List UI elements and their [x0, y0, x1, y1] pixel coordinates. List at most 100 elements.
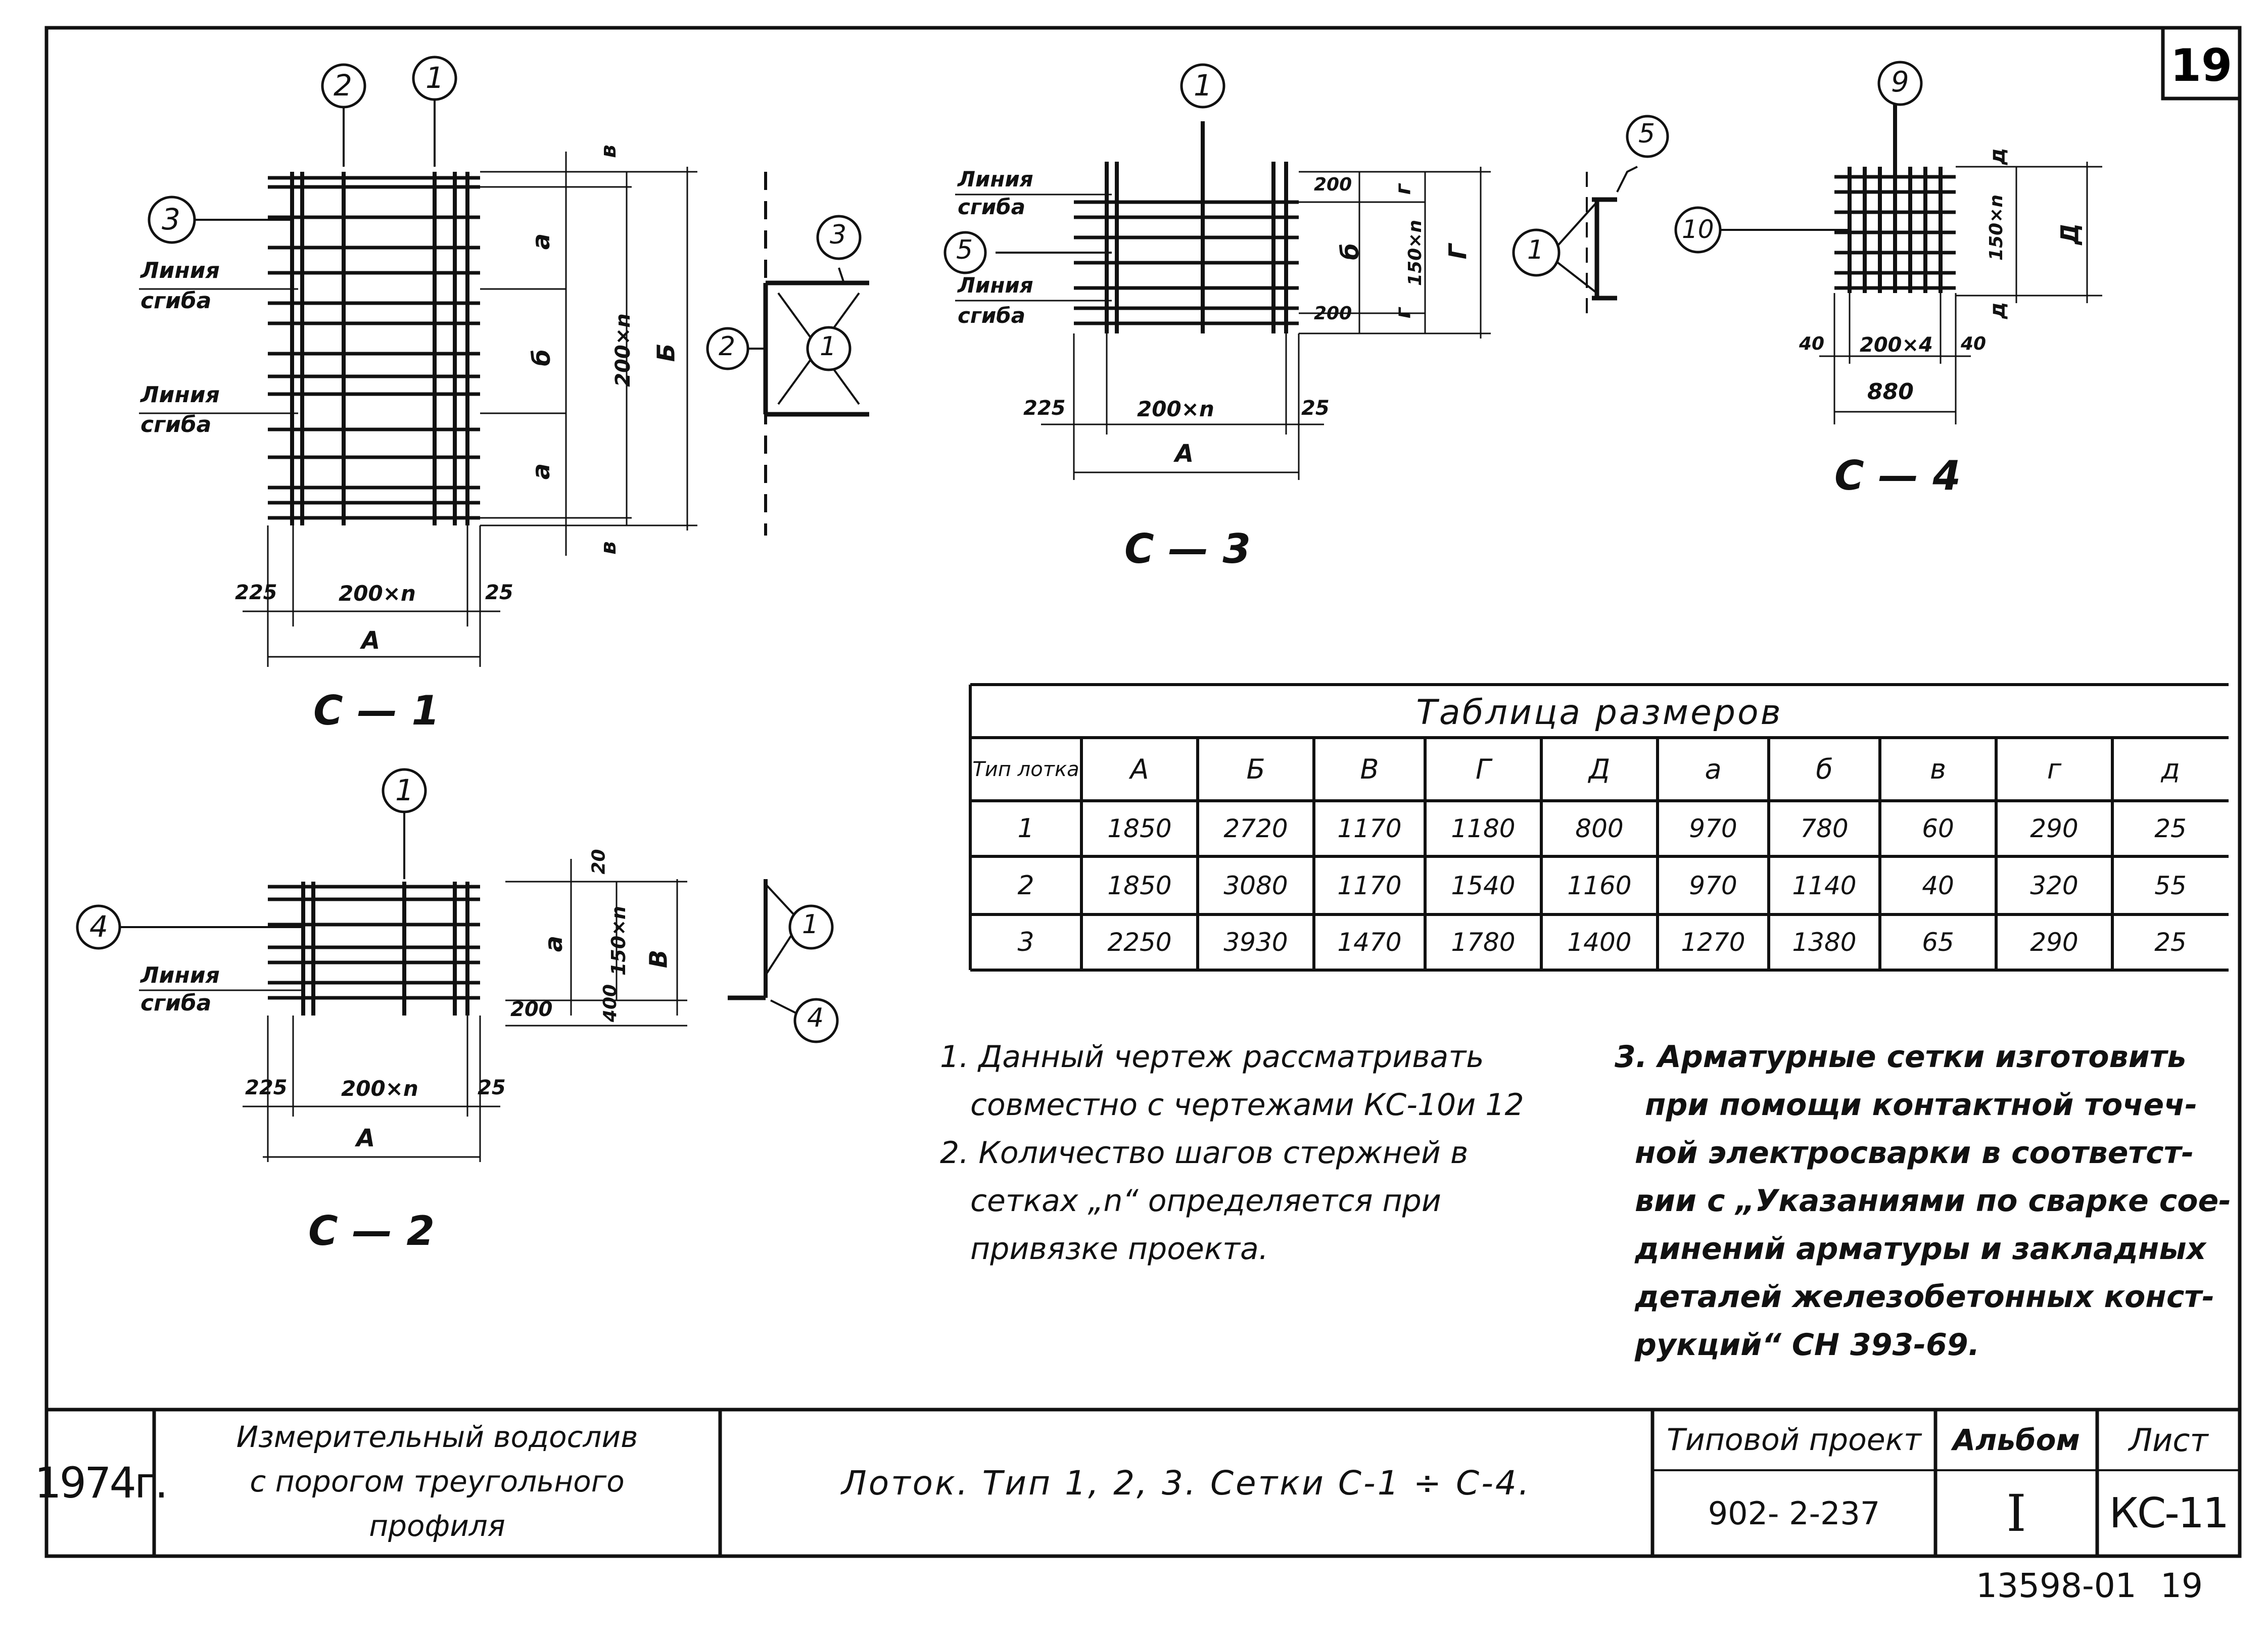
title-block-project-number: 902- 2-237	[1708, 1494, 1880, 1532]
sheet-frame	[44, 26, 2242, 1558]
c3-bend-line-1-a: Линия	[958, 167, 1033, 191]
title-block-object-line-3: профиля	[369, 1509, 505, 1543]
table-header-v: в	[1930, 753, 1946, 785]
table-cell: 1400	[1567, 928, 1632, 957]
table-cell: 3930	[1223, 928, 1288, 957]
table-header-G: Г	[1475, 753, 1491, 785]
table-cell: 1170	[1337, 814, 1402, 843]
mesh-c2	[116, 808, 801, 1162]
table-cell: 970	[1689, 814, 1737, 843]
note-left-line-5: привязке проекта.	[970, 1231, 1268, 1267]
table-cell: 1540	[1451, 871, 1516, 900]
c3-dim-A: А	[1175, 440, 1194, 468]
c3-dim-225: 225	[1023, 397, 1066, 420]
table-header-A: А	[1130, 753, 1149, 785]
table-cell: 1170	[1337, 871, 1402, 900]
c3-bend-line-2-a: Линия	[958, 273, 1033, 298]
c3-dim-200n: 200×n	[1137, 397, 1214, 421]
c1-section-callout-3: 3	[830, 220, 847, 250]
c1-dim-v-bottom: в	[595, 541, 621, 555]
title-block-sheet-label: Лист	[2129, 1421, 2208, 1459]
table-cell: 3	[1017, 927, 1034, 957]
note-left-line-2: совместно с чертежами КС-10и 12	[970, 1087, 1524, 1123]
table-cell: 1380	[1792, 928, 1857, 957]
table-header-b: б	[1816, 753, 1833, 785]
table-header-B: Б	[1246, 753, 1265, 785]
note-right-line-1: 3. Арматурные сетки изготовить	[1615, 1039, 2187, 1075]
c2-dim-225: 225	[245, 1076, 288, 1099]
mesh-c3	[955, 121, 1638, 480]
c4-dim-200x4: 200×4	[1860, 333, 1933, 357]
c2-callout-4: 4	[89, 909, 108, 944]
sheet-number-box	[2161, 26, 2242, 101]
table-cell: 65	[1922, 928, 1954, 957]
c1-dim-B: Б	[652, 343, 681, 362]
c1-dim-v-top: в	[595, 144, 621, 158]
c1-bend-line-1-b: сгиба	[140, 288, 212, 314]
c1-dim-200n: 200×n	[339, 581, 416, 606]
table-cell: 1850	[1107, 871, 1172, 900]
c3-dim-g-bottom: г	[1390, 307, 1415, 319]
c3-dim-200-bottom: 200	[1314, 303, 1352, 324]
c4-dim-150n: 150×n	[1986, 195, 2007, 261]
c2-dim-200n: 200×n	[341, 1076, 418, 1101]
title-block-album-label: Альбом	[1953, 1423, 2080, 1457]
table-header-V: В	[1360, 753, 1379, 785]
c2-label: С — 2	[308, 1208, 435, 1254]
table-cell: 290	[2030, 928, 2078, 957]
note-right-line-6: деталей железобетонных конст-	[1635, 1279, 2215, 1315]
c2-section-callout-4: 4	[807, 1003, 824, 1033]
title-block-sheet-value: КС-11	[2109, 1489, 2229, 1537]
c2-bend-line-b: сгиба	[140, 990, 212, 1016]
c2-bend-line-a: Линия	[140, 962, 220, 988]
table-cell: 1160	[1567, 871, 1632, 900]
c2-section-callout-1: 1	[802, 909, 819, 940]
table-cell: 320	[2030, 871, 2078, 900]
table-cell: 290	[2030, 814, 2078, 843]
c3-callout-5: 5	[956, 235, 973, 265]
c1-dim-25: 25	[485, 581, 513, 604]
c3-section-callout-1: 1	[1527, 235, 1544, 265]
table-cell: 1180	[1451, 814, 1516, 843]
c3-dim-G: Г	[1444, 244, 1473, 260]
c1-dim-b: б	[527, 349, 556, 366]
table-cell: 1780	[1451, 928, 1516, 957]
mesh-c4	[1718, 101, 2102, 424]
c4-callout-10: 10	[1682, 215, 1714, 244]
mesh-c1	[139, 96, 869, 667]
c1-section-callout-1: 1	[820, 331, 837, 362]
c3-dim-b: б	[1336, 243, 1364, 260]
c2-dim-V: В	[644, 949, 673, 969]
c2-dim-25: 25	[478, 1076, 506, 1099]
c1-dim-a-top: а	[527, 233, 556, 250]
table-header-g: г	[2047, 753, 2062, 785]
note-left-line-3: 2. Количество шагов стержней в	[940, 1135, 1469, 1171]
c4-dim-d-top: д	[1984, 148, 2010, 165]
c1-dim-225: 225	[235, 581, 277, 604]
c3-bend-line-2-b: сгиба	[958, 303, 1025, 328]
table-cell: 1140	[1792, 871, 1857, 900]
c4-dim-40-right: 40	[1961, 333, 1987, 354]
table-header-type: Тип лотка	[972, 757, 1079, 781]
table-header-d: д	[2161, 753, 2180, 785]
table-cell: 1	[1017, 813, 1034, 844]
archive-stamp: 13598-01	[1976, 1566, 2137, 1605]
note-left-line-1: 1. Данный чертеж рассматривать	[940, 1039, 1484, 1075]
table-cell: 970	[1689, 871, 1737, 900]
c1-label: С — 1	[313, 687, 440, 734]
c2-callout-1: 1	[395, 773, 414, 807]
table-cell: 60	[1922, 814, 1954, 843]
c2-dim-A: А	[356, 1124, 375, 1152]
table-cell: 25	[2154, 814, 2187, 843]
c4-dim-D: Д	[2056, 223, 2085, 245]
title-block-grid	[46, 1408, 2240, 1556]
title-block-album-value: I	[2006, 1483, 2026, 1543]
c1-bend-line-1-a: Линия	[140, 258, 220, 283]
table-cell: 1270	[1681, 928, 1745, 957]
c4-dim-40-left: 40	[1799, 333, 1825, 354]
c1-bend-line-2-a: Линия	[140, 382, 220, 408]
note-right-line-3: ной электросварки в соответст-	[1635, 1135, 2194, 1171]
title-block-object-line-2: с порогом треугольного	[250, 1464, 625, 1499]
table-cell: 25	[2154, 928, 2187, 957]
size-table-grid	[969, 683, 2229, 972]
